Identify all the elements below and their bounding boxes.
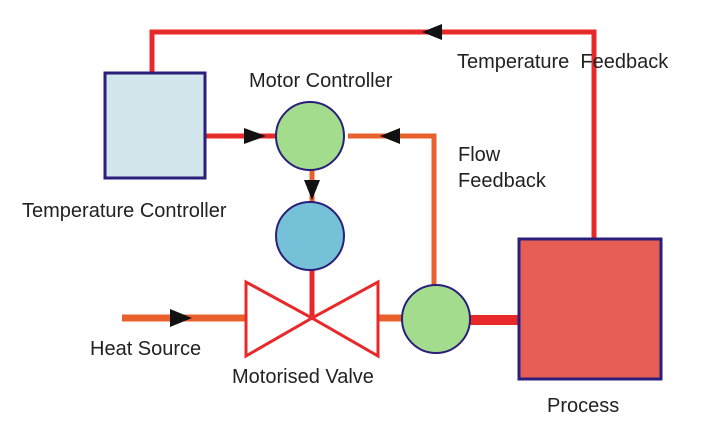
heat-source-arrow-icon	[170, 309, 192, 327]
flow-feedback-label: Feedback	[458, 170, 547, 192]
temperature-controller-label: Temperature Controller	[22, 200, 227, 222]
flow-sensor-circle	[401, 284, 471, 354]
heat-source-label: Heat Source	[90, 338, 201, 360]
temperature-controller-box	[103, 71, 207, 180]
temperature-feedback-label: Temperature Feedback	[457, 51, 669, 73]
valve-left-triangle	[244, 279, 316, 359]
flow-feedback-line	[348, 133, 437, 286]
temperature-feedback-line	[149, 29, 597, 238]
temperature-feedback-arrow-icon	[422, 24, 442, 40]
flow-label: Flow	[458, 144, 501, 166]
flow-feedback-arrow-icon	[380, 128, 400, 144]
valve-right-triangle	[308, 279, 380, 359]
controller-to-motor-arrow-icon	[244, 128, 266, 144]
process-box	[517, 237, 663, 381]
motorised-valve-icon	[244, 279, 380, 359]
motor-to-actuator-arrow-icon	[304, 180, 320, 200]
motor-controller-circle	[275, 101, 345, 171]
valve-actuator-circle	[275, 201, 345, 271]
motorised-valve-label: Motorised Valve	[232, 366, 374, 388]
motor-controller-label: Motor Controller	[249, 70, 393, 92]
process-label: Process	[547, 395, 619, 417]
